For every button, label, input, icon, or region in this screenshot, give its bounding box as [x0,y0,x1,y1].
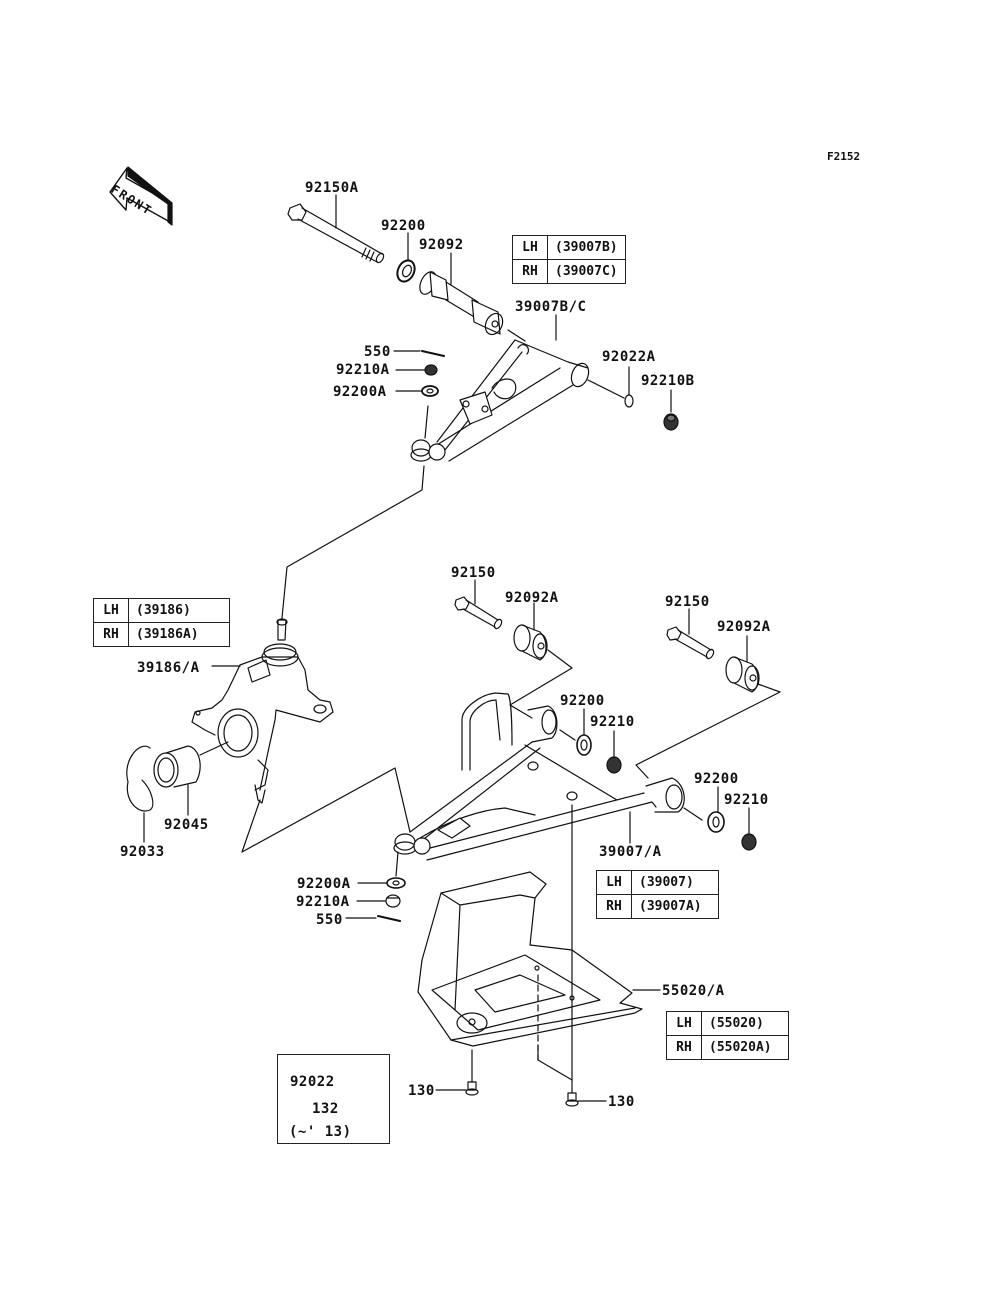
bolt-92150-left-icon [454,596,503,630]
bolt-130-right-icon [565,1092,579,1107]
side-cell: RH [512,259,548,284]
part-label-92022[interactable]: 92022 [290,1074,335,1090]
part-label-39007bc[interactable]: 39007B/C [515,299,587,315]
nut-92210-lower-2-icon [741,833,757,851]
table-row: LH (39186) [93,598,230,623]
table-row: RH (55020A) [666,1035,789,1060]
part-label-39186a[interactable]: 39186/A [137,660,200,676]
steering-knuckle-icon [191,618,334,804]
part-label-39007a[interactable]: 39007/A [599,844,662,860]
part-label-92200-lower-1[interactable]: 92200 [560,693,605,709]
lh-rh-table-guard: LH (55020) RH (55020A) [666,1011,789,1060]
front-arrow-icon [109,166,173,226]
part-number-cell[interactable]: (39007A) [631,894,719,919]
part-number-cell[interactable]: (39007) [631,870,719,895]
washer-92200-icon [396,259,416,283]
side-cell: LH [512,235,548,260]
part-label-55020a[interactable]: 55020/A [662,983,725,999]
part-label-92150-left[interactable]: 92150 [451,565,496,581]
table-row: LH (39007B) [512,235,626,260]
part-label-92200a-lower[interactable]: 92200A [297,876,351,892]
part-label-92092[interactable]: 92092 [419,237,464,253]
side-cell: RH [666,1035,702,1060]
part-number-cell[interactable]: (39007B) [547,235,626,260]
part-label-92200-upper[interactable]: 92200 [381,218,426,234]
part-number-cell[interactable]: (39007C) [547,259,626,284]
table-row: LH (39007) [596,870,719,895]
nut-92210-lower-1-icon [606,756,622,774]
nut-92210b-icon [663,413,679,431]
table-row: RH (39186A) [93,622,230,647]
washer-92200a-upper-icon [421,385,439,397]
side-cell: LH [93,598,129,623]
side-cell: RH [596,894,632,919]
bolt-92150a-icon [287,203,385,264]
inset-applicability-note: (~' 13) [289,1124,352,1140]
part-label-92210b[interactable]: 92210B [641,373,695,389]
washer-92200-lower-1-icon [576,734,592,756]
part-label-92092a-left[interactable]: 92092A [505,590,559,606]
bushing-92092a-right-icon [725,656,760,693]
part-label-92210-lower-1[interactable]: 92210 [590,714,635,730]
part-label-92210a-lower[interactable]: 92210A [296,894,350,910]
part-label-92150-right[interactable]: 92150 [665,594,710,610]
part-label-92092a-right[interactable]: 92092A [717,619,771,635]
table-row: RH (39007A) [596,894,719,919]
bushing-92092a-left-icon [513,624,548,661]
cotter-pin-550-lower-icon [377,915,401,922]
washer-92200a-lower-icon [386,877,406,889]
lh-rh-table-upper-arm: LH (39007B) RH (39007C) [512,235,626,284]
castle-nut-92210a-lower-icon [385,894,401,908]
part-label-550-lower[interactable]: 550 [316,912,343,928]
part-label-92045[interactable]: 92045 [164,817,209,833]
part-label-92200a-upper[interactable]: 92200A [333,384,387,400]
part-label-92210a-upper[interactable]: 92210A [336,362,390,378]
lower-a-arm-icon [393,692,685,861]
skid-plate-guard-icon [417,871,643,1047]
figure-reference: F2152 [827,150,861,163]
washer-92022a-icon [624,394,634,408]
part-number-cell[interactable]: (55020A) [701,1035,789,1060]
part-label-130-right[interactable]: 130 [608,1094,635,1110]
washer-92200-lower-2-icon [707,811,725,833]
part-label-92033[interactable]: 92033 [120,844,165,860]
table-row: RH (39007C) [512,259,626,284]
castle-nut-92210a-upper-icon [424,364,438,376]
bearing-92045-icon [153,745,201,788]
part-number-cell[interactable]: (39186) [128,598,230,623]
upper-a-arm-icon [410,329,590,462]
lh-rh-table-lower-arm: LH (39007) RH (39007A) [596,870,719,919]
part-label-130-left[interactable]: 130 [408,1083,435,1099]
cotter-pin-550-upper-icon [421,350,445,357]
part-label-92022a[interactable]: 92022A [602,349,656,365]
circlip-92033-icon [126,745,154,812]
part-label-92150a[interactable]: 92150A [305,180,359,196]
table-row: LH (55020) [666,1011,789,1036]
bolt-92150-right-icon [666,626,715,660]
side-cell: LH [666,1011,702,1036]
side-cell: RH [93,622,129,647]
part-number-cell[interactable]: (39186A) [128,622,230,647]
part-number-cell[interactable]: (55020) [701,1011,789,1036]
part-label-92210-lower-2[interactable]: 92210 [724,792,769,808]
part-label-92200-lower-2[interactable]: 92200 [694,771,739,787]
inset-box-up-to-2013 [277,1054,390,1144]
bushing-92092-icon [419,271,504,336]
side-cell: LH [596,870,632,895]
part-label-132[interactable]: 132 [312,1101,339,1117]
lh-rh-table-knuckle: LH (39186) RH (39186A) [93,598,230,647]
part-label-550-upper[interactable]: 550 [364,344,391,360]
bolt-130-left-icon [465,1081,479,1096]
